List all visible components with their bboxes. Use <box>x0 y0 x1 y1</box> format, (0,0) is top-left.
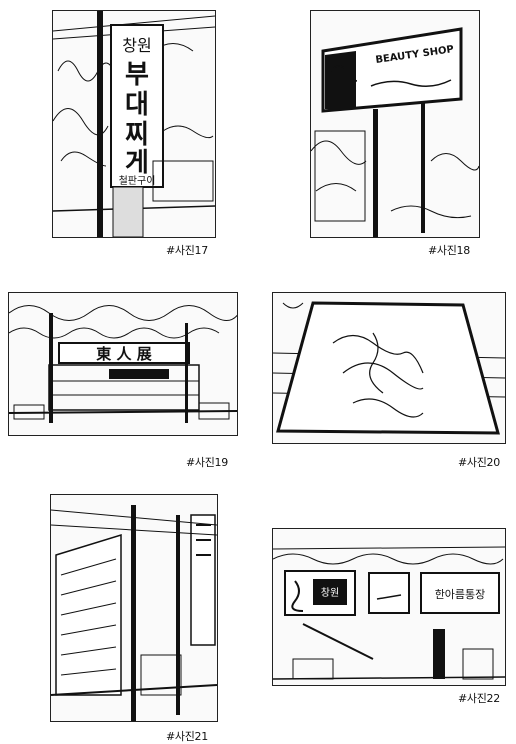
sign-subtext: 철판구이 <box>119 175 156 187</box>
sign-char-4: 게 <box>125 148 149 178</box>
sign-char-1: 부 <box>125 60 149 90</box>
caption-22: #사진22 <box>458 692 500 705</box>
photo-19: 東 人 展 <box>8 292 238 436</box>
photo-22: 창원 한아름통장 <box>272 528 506 686</box>
sign-hanareum: 한아름통장 <box>435 588 486 601</box>
photo-20 <box>272 292 506 444</box>
photo-19-image: 東 人 展 <box>9 305 237 423</box>
photo-17-image: 창원 부 대 찌 게 철판구이 <box>53 11 215 237</box>
photo-20-image <box>273 301 505 435</box>
caption-18: #사진18 <box>428 244 470 257</box>
caption-17: #사진17 <box>166 244 208 257</box>
photo-18-image: BEAUTY SHOP <box>311 27 479 237</box>
sign-changwon: 창원 <box>122 36 151 55</box>
sign-dongin: 東 人 展 <box>96 345 151 363</box>
photo-21-image <box>51 505 217 721</box>
photo-17: 창원 부 대 찌 게 철판구이 <box>52 10 216 238</box>
photo-18: BEAUTY SHOP <box>310 10 480 238</box>
caption-20: #사진20 <box>458 456 500 469</box>
sign-char-3: 찌 <box>125 120 149 150</box>
caption-19: #사진19 <box>186 456 228 469</box>
caption-21: #사진21 <box>166 730 208 743</box>
photo-22-image: 창원 한아름통장 <box>273 546 505 680</box>
photo-21 <box>50 494 218 722</box>
sign-changwon-logo: 창원 <box>321 587 339 599</box>
sign-char-2: 대 <box>125 90 149 120</box>
